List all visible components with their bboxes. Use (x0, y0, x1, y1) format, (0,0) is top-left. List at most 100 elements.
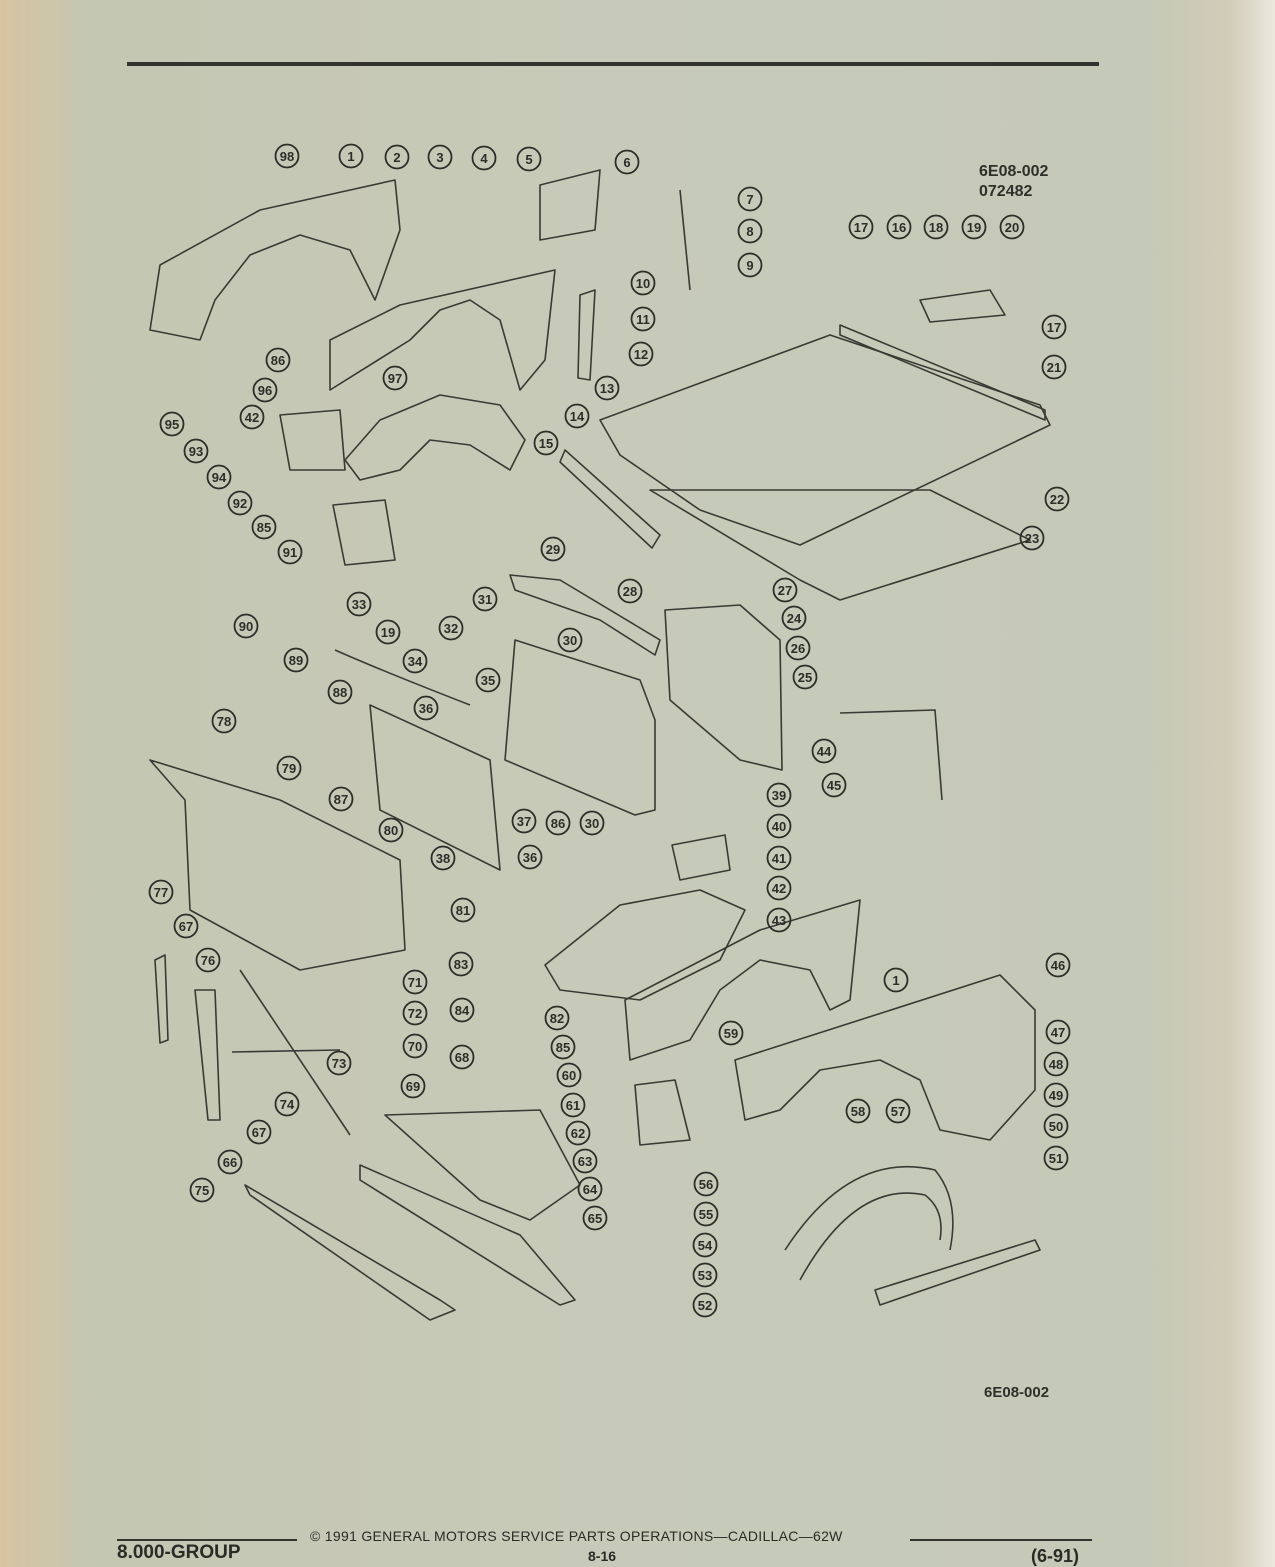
callout-27: 27 (772, 577, 798, 603)
hood-seal-part (577, 289, 596, 381)
callout-number: 65 (588, 1211, 602, 1226)
hood-inner-part (649, 489, 1031, 601)
callout-circle (737, 218, 763, 244)
callout-circle (692, 1262, 718, 1288)
air-deflector-part (384, 1109, 581, 1221)
callout-number: 29 (546, 542, 560, 557)
callout-circle (540, 536, 566, 562)
callout-number: 30 (563, 633, 577, 648)
callout-number: 94 (212, 470, 227, 485)
callout-12: 12 (628, 341, 654, 367)
callout-circle (449, 997, 475, 1023)
valance-part-2 (359, 1164, 576, 1306)
callout-number: 47 (1051, 1025, 1065, 1040)
callout-circle (692, 1232, 718, 1258)
callout-circle (1041, 314, 1067, 340)
callout-37: 37 (511, 808, 537, 834)
hinge-part (539, 169, 601, 241)
wheelhouse-right-part (624, 899, 861, 1061)
callout-51: 51 (1043, 1145, 1069, 1171)
callout-92: 92 (227, 490, 253, 516)
callout-50: 50 (1043, 1113, 1069, 1139)
callout-number: 55 (699, 1207, 713, 1222)
callout-number: 80 (384, 823, 398, 838)
callout-circle (233, 613, 259, 639)
callout-circle (1044, 486, 1070, 512)
callout-number: 43 (772, 913, 786, 928)
callout-circle (533, 430, 559, 456)
callout-number: 1 (892, 973, 899, 988)
callout-48: 48 (1043, 1051, 1069, 1077)
callout-5: 5 (516, 146, 542, 172)
figure-date-code: 072482 (979, 183, 1033, 200)
callout-number: 45 (827, 778, 841, 793)
callout-62: 62 (565, 1120, 591, 1146)
condenser-part (369, 704, 501, 871)
hood-part (599, 334, 1051, 546)
callout-number: 16 (892, 220, 906, 235)
callout-number: 57 (891, 1104, 905, 1119)
callout-91: 91 (277, 539, 303, 565)
callout-circle (766, 813, 792, 839)
footer-page-number: 8-16 (588, 1548, 617, 1564)
callout-circle (999, 214, 1025, 240)
callout-30: 30 (579, 810, 605, 836)
callout-circle (449, 1044, 475, 1070)
callout-number: 68 (455, 1050, 469, 1065)
callout-86: 86 (265, 347, 291, 373)
callout-44: 44 (811, 738, 837, 764)
callout-1: 1 (338, 143, 364, 169)
callout-number: 35 (481, 673, 495, 688)
callout-89: 89 (283, 647, 309, 673)
callout-circle (382, 365, 408, 391)
figure-code-block: 6E08-002 072482 (979, 162, 1048, 202)
footer-rule-left (117, 1539, 297, 1541)
callout-circle (885, 1098, 911, 1124)
callout-circle (785, 635, 811, 661)
callout-number: 72 (408, 1006, 422, 1021)
callout-21: 21 (1041, 354, 1067, 380)
callout-84: 84 (449, 997, 475, 1023)
callout-98: 98 (274, 143, 300, 169)
callout-circle (923, 214, 949, 240)
callout-circle (276, 755, 302, 781)
callout-35: 35 (475, 667, 501, 693)
callout-circle (206, 464, 232, 490)
callout-15: 15 (533, 430, 559, 456)
callout-circle (274, 143, 300, 169)
callout-42: 42 (239, 404, 265, 430)
callout-number: 34 (408, 654, 423, 669)
callout-circle (252, 377, 278, 403)
callout-70: 70 (402, 1033, 428, 1059)
callout-circle (402, 1000, 428, 1026)
callout-circle (630, 306, 656, 332)
callout-number: 38 (436, 851, 450, 866)
callout-circle (217, 1149, 243, 1175)
callout-29: 29 (540, 536, 566, 562)
callout-circle (448, 951, 474, 977)
callout-number: 14 (570, 409, 585, 424)
callout-8: 8 (737, 218, 763, 244)
callout-63: 63 (572, 1148, 598, 1174)
callout-circle (251, 514, 277, 540)
callout-circle (400, 1073, 426, 1099)
callout-number: 74 (280, 1097, 295, 1112)
callout-28: 28 (617, 578, 643, 604)
callout-79: 79 (276, 755, 302, 781)
callout-circle (277, 539, 303, 565)
callout-circle (402, 1033, 428, 1059)
callout-65: 65 (582, 1205, 608, 1231)
callout-23: 23 (1019, 525, 1045, 551)
callout-number: 67 (252, 1125, 266, 1140)
callout-number: 46 (1051, 958, 1065, 973)
callout-circle (693, 1201, 719, 1227)
callout-number: 4 (480, 151, 488, 166)
tie-bar-part (509, 574, 661, 656)
callout-number: 9 (746, 258, 753, 273)
callout-number: 58 (851, 1104, 865, 1119)
callout-number: 92 (233, 496, 247, 511)
callout-number: 60 (562, 1068, 576, 1083)
callout-circle (246, 1119, 272, 1145)
wheel-molding-part-2 (799, 1192, 942, 1281)
